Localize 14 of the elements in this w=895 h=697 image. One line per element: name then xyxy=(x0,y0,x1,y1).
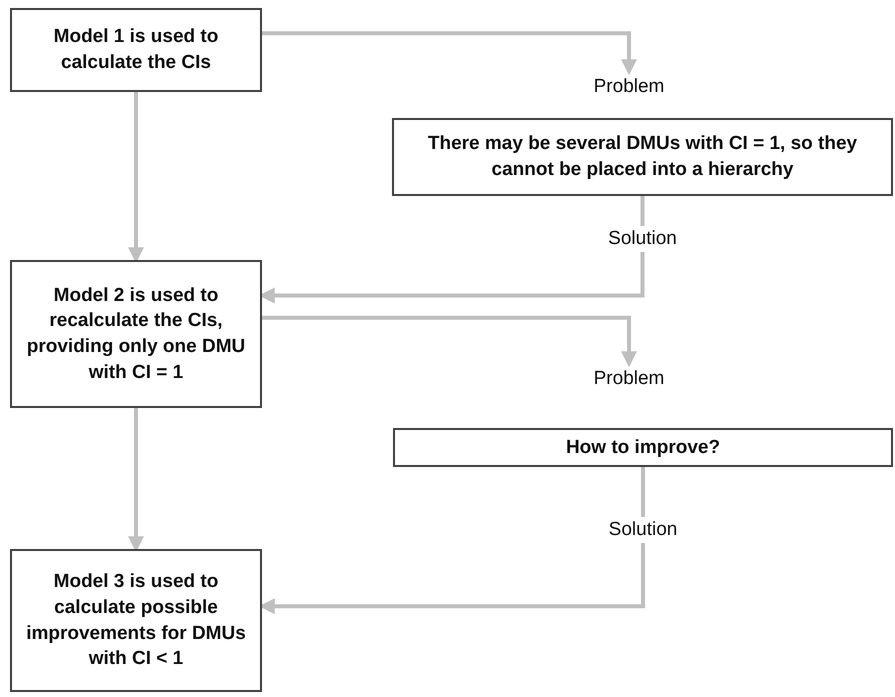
process-box xyxy=(392,118,893,196)
process-box xyxy=(393,428,893,467)
arrow xyxy=(262,316,637,368)
box-text: How to improve? xyxy=(566,436,720,460)
flow-label: Problem xyxy=(570,364,688,394)
box-text: Model 3 is used to calculate possible improvements for DMUs with CI < 1 xyxy=(25,570,247,672)
flow-label: Problem xyxy=(570,72,688,102)
arrow xyxy=(262,31,637,76)
box-text: There may be several DMUs with CI = 1, so they cannot be placed into a hierarchy xyxy=(426,132,858,182)
box-text: Model 1 is used to calculate the CIs xyxy=(52,25,220,75)
process-box xyxy=(10,8,262,92)
box-text: Model 2 is used to recalculate the CIs, providing only one DMU with CI = 1 xyxy=(26,284,246,385)
process-box xyxy=(10,549,262,692)
process-box xyxy=(10,260,262,408)
